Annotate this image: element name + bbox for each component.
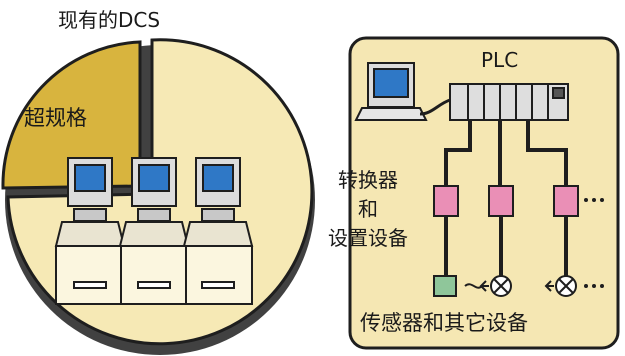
converter-modules xyxy=(433,185,579,217)
converter-label-line-2: 和 xyxy=(358,197,378,221)
dcs-title: 现有的DCS xyxy=(58,8,161,32)
converter-label-line-1: 转换器 xyxy=(338,168,398,192)
converter-label: 转换器 和 设置设备 xyxy=(312,166,424,253)
dcs-consoles xyxy=(54,157,254,305)
plc-wires xyxy=(444,120,568,186)
device-dots xyxy=(584,284,604,288)
plc-rack-icon xyxy=(449,83,569,121)
sensor-wires xyxy=(444,216,568,276)
devices-label: 传感器和其它设备 xyxy=(360,311,528,335)
converter-label-line-3: 设置设备 xyxy=(328,226,408,250)
pie-wedge-over-spec xyxy=(1,40,142,190)
pc-icon xyxy=(354,62,451,121)
plc-label: PLC xyxy=(481,48,519,72)
field-devices xyxy=(433,275,577,297)
converter-dots xyxy=(584,198,604,202)
over-spec-label: 超规格 xyxy=(24,106,87,130)
